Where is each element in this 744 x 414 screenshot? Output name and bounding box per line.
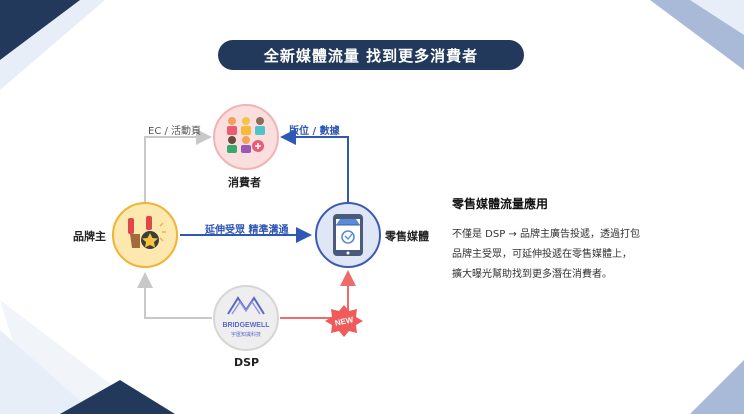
retail-media-node [315,202,381,268]
dsp-label: DSP [234,356,260,369]
dsp-logo-brand: BRIDGEWELL [222,322,270,329]
info-line-3: 擴大曝光幫助找到更多潛在消費者。 [452,269,612,280]
new-badge-label: NEW [334,315,355,328]
edge-retail-to-consumer [280,129,349,203]
info-line-2: 品牌主受眾，可延伸投遞在零售媒體上， [452,249,632,260]
dsp-logo-sub: 宇匯知識科技 [231,331,261,338]
retail-media-label: 零售媒體 [385,230,429,243]
trophy-hand-icon [128,216,166,249]
edge-label-ec-page: EC / 活動頁 [148,126,202,137]
brand-node [112,202,178,268]
page-title: 全新媒體流量 找到更多消費者 [218,40,524,70]
info-line-1: 不僅是 DSP → 品牌主廣告投遞，透過打包 [452,229,640,240]
consumer-label: 消費者 [228,176,261,189]
edge-brand-to-consumer [144,129,212,203]
info-heading: 零售媒體流量應用 [452,197,549,211]
consumer-node [213,104,279,170]
new-badge: NEW [325,305,363,337]
edge-label-slots-data: 版位 / 數據 [289,126,340,137]
edge-dsp-to-brand [137,272,212,319]
smartphone-shop-icon [333,214,363,256]
dsp-node: BRIDGEWELL 宇匯知識科技 [213,285,279,351]
brand-label: 品牌主 [73,230,106,243]
bridgewell-logo: BRIDGEWELL 宇匯知識科技 [222,296,270,338]
people-group-icon [227,117,265,153]
edge-label-extend-audience: 延伸受眾 精準溝通 [205,225,289,236]
